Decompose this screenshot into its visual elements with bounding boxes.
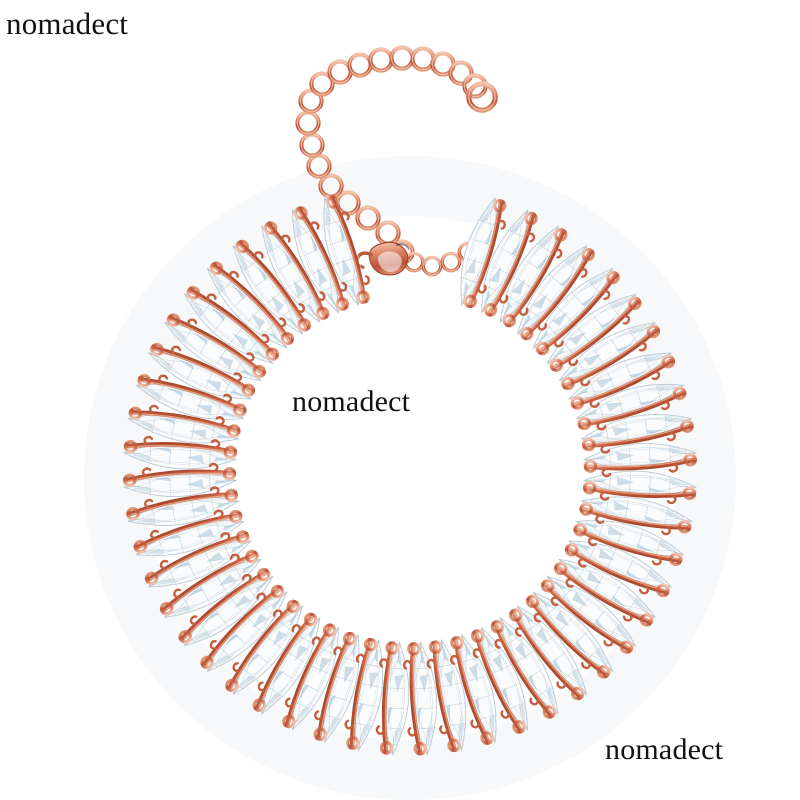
lobster-clasp [355,241,410,276]
watermark-bottom-right: nomadect [605,733,724,766]
watermark-top-left: nomadect [6,6,129,41]
necklace-soft-shadow [84,156,736,800]
lobster-clasp-body [355,241,410,276]
watermark-center: nomadect [292,385,411,418]
